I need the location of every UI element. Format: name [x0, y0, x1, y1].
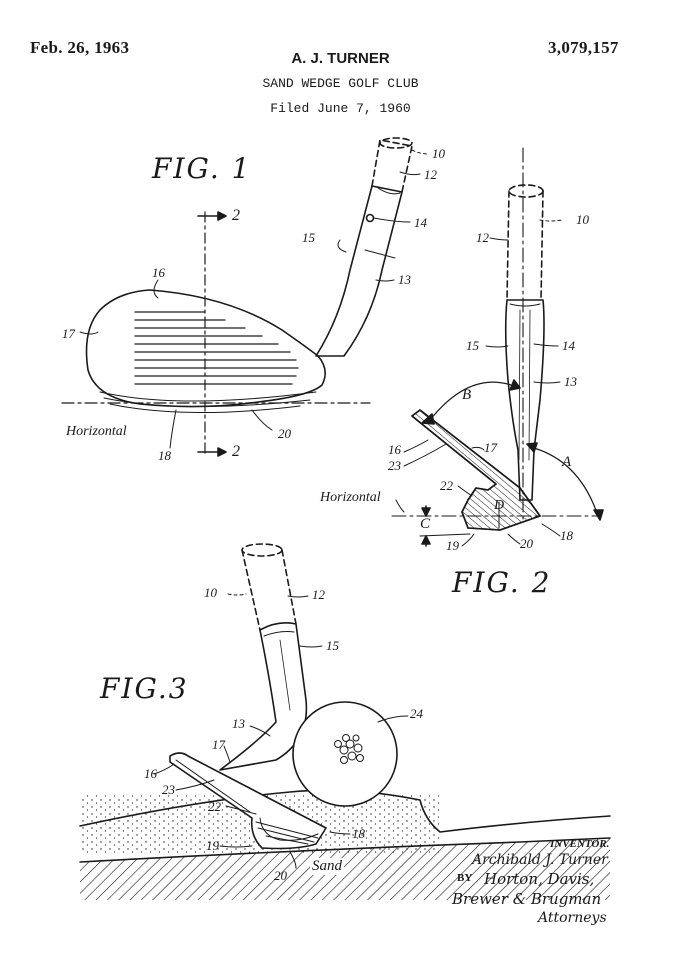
fig1-ref-18: 18	[158, 448, 171, 463]
fig3-sand-label: Sand	[310, 858, 344, 875]
fig2-ref-13: 13	[564, 374, 577, 389]
fig3-ref-12: 12	[312, 587, 325, 602]
attorney-signature-line1: Horton, Davis,	[484, 870, 595, 888]
fig2-ref-18: 18	[560, 528, 573, 543]
fig2-ref-19: 19	[446, 538, 459, 553]
fig1-ref-10: 10	[432, 146, 445, 161]
fig3-ref-17: 17	[212, 737, 225, 752]
fig2-ref-12: 12	[476, 230, 489, 245]
fig1-section-2-bottom: 2	[232, 443, 240, 460]
fig1-ref-13: 13	[398, 272, 411, 287]
fig2-ref-17: 17	[484, 440, 497, 455]
patent-number: 3,079,157	[548, 38, 619, 57]
fig1-club-drawing	[61, 137, 429, 457]
filed-date: Filed June 7, 1960	[270, 101, 411, 116]
fig2-ref-15: 15	[466, 338, 479, 353]
fig3-ref-20: 20	[274, 868, 287, 883]
fig2-angle-b: B	[462, 387, 472, 403]
inventor-signature: Archibald J. Turner	[472, 852, 608, 868]
fig1-horizontal-label: Horizontal	[66, 424, 127, 439]
fig2-ref-20: 20	[520, 536, 533, 551]
fig2-angle-a: A	[562, 454, 572, 470]
patent-date: Feb. 26, 1963	[30, 38, 130, 57]
fig2-ref-16: 16	[388, 442, 401, 457]
fig3-ref-24: 24	[410, 706, 423, 721]
by-label: BY	[457, 872, 473, 884]
inventor-name: A. J. TURNER	[291, 50, 390, 67]
fig2-title: FIG. 2	[452, 566, 552, 599]
fig1-ref-16: 16	[152, 265, 165, 280]
fig2-club-section-drawing	[391, 147, 604, 547]
fig2-ref-23: 23	[388, 458, 401, 473]
fig2-ref-10: 10	[576, 212, 589, 227]
fig1-section-2-top: 2	[232, 207, 240, 224]
fig2-horizontal-label: Horizontal	[320, 490, 381, 505]
fig1-ref-15: 15	[302, 230, 315, 245]
patent-title: SAND WEDGE GOLF CLUB	[262, 76, 419, 91]
fig3-club-in-sand-drawing	[79, 543, 611, 901]
fig3-title: FIG.3	[100, 672, 189, 705]
attorney-signature-line2: Brewer & Brugman	[452, 890, 602, 908]
fig2-dimension-d: D	[494, 498, 505, 513]
fig3-ref-16: 16	[144, 766, 157, 781]
fig3-ref-18: 18	[352, 826, 365, 841]
attorneys-label: Attorneys	[538, 910, 607, 926]
fig3-ref-22: 22	[208, 799, 221, 814]
fig3-ref-19: 19	[206, 838, 219, 853]
fig2-ref-14: 14	[562, 338, 575, 353]
fig1-ref-12: 12	[424, 167, 437, 182]
fig3-ref-13: 13	[232, 716, 245, 731]
fig3-ref-10: 10	[204, 585, 217, 600]
fig3-ref-15: 15	[326, 638, 339, 653]
fig1-title: FIG. 1	[152, 152, 252, 185]
fig1-ref-17: 17	[62, 326, 75, 341]
fig2-ref-22: 22	[440, 478, 453, 493]
fig3-ref-23: 23	[162, 782, 175, 797]
fig2-dimension-c: C	[420, 516, 431, 532]
fig1-ref-14: 14	[414, 215, 427, 230]
fig1-ref-20: 20	[278, 426, 291, 441]
inventor-heading: INVENTOR.	[550, 838, 610, 850]
